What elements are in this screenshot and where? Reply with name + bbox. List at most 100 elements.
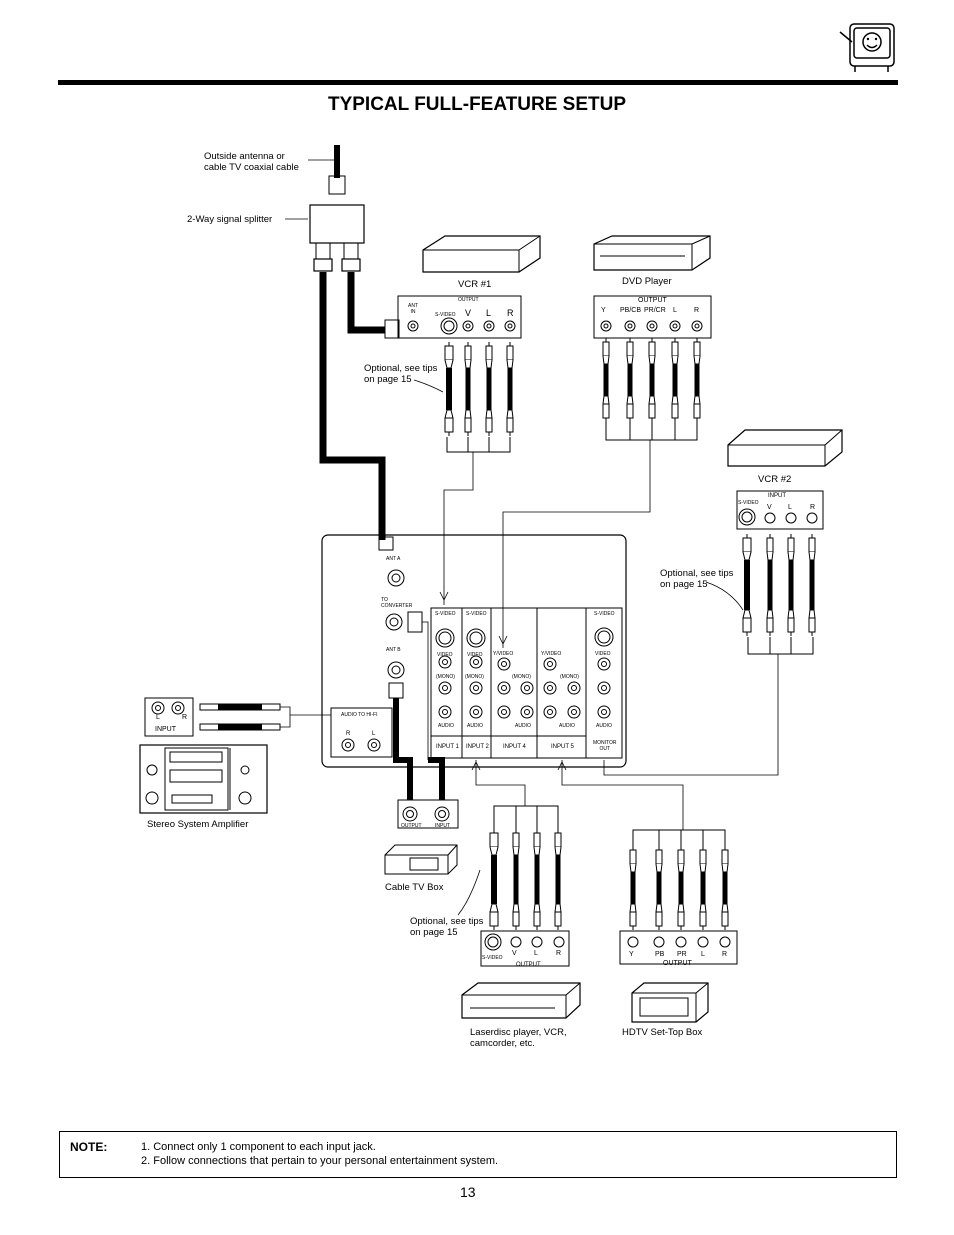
tv-input5-label: INPUT 5 xyxy=(551,744,574,750)
vcr1-svideo-label: S-VIDEO xyxy=(435,312,456,318)
rca-cable xyxy=(742,534,752,636)
optional-tip-vcr2: Optional, see tips on page 15 xyxy=(660,568,734,590)
tv-input1-label: INPUT 1 xyxy=(436,744,459,750)
splitter-label: 2-Way signal splitter xyxy=(187,214,273,225)
tv-hifi-l-label: L xyxy=(372,731,376,737)
ld-l-label: L xyxy=(534,950,538,957)
rca-cable xyxy=(512,829,520,930)
vcr2-label: VCR #2 xyxy=(758,474,792,485)
hdtv-label: HDTV Set-Top Box xyxy=(622,1027,703,1038)
stereo-r-label: R xyxy=(182,714,188,721)
tv-jack-center xyxy=(601,685,607,691)
rca-cable xyxy=(677,846,685,930)
dvd-pb-label: PB/CB xyxy=(620,307,642,314)
tv-jack-center xyxy=(473,709,479,715)
tv-jack xyxy=(543,681,557,695)
tv-input2-label: INPUT 2 xyxy=(466,744,489,750)
ld-r-label: R xyxy=(556,950,562,957)
rca-cable xyxy=(485,342,493,436)
tv-jack-center xyxy=(601,709,607,715)
tv-mon-audio-label: AUDIO xyxy=(596,723,612,729)
tv-in4-yvideo-label: Y/VIDEO xyxy=(493,651,514,657)
tv-jack-center xyxy=(547,709,553,715)
stereo-l-label: L xyxy=(156,714,160,721)
tv-jack xyxy=(543,705,557,719)
tv-jack-center xyxy=(571,709,577,715)
rca-cable xyxy=(721,846,729,930)
dvd-label: DVD Player xyxy=(622,276,672,287)
laserdisc-label: Laserdisc player, VCR, camcorder, etc. xyxy=(470,1027,567,1049)
tv-in5-yvideo-label: Y/VIDEO xyxy=(541,651,562,657)
ld-v-label: V xyxy=(512,950,517,957)
tv-in2-audio-label: AUDIO xyxy=(467,723,483,729)
tv-jack xyxy=(438,681,452,695)
vcr1-label: VCR #1 xyxy=(458,279,492,290)
vcr1-r-label: R xyxy=(507,308,514,318)
tv-monitor-out-label: MONITOR OUT xyxy=(593,740,617,752)
rca-cable xyxy=(533,829,541,930)
tv-jack-center xyxy=(601,661,607,667)
vcr2-v-label: V xyxy=(767,504,772,511)
tv-jack-center xyxy=(571,685,577,691)
cable-box-label: Cable TV Box xyxy=(385,882,444,893)
tv-jack xyxy=(438,705,452,719)
page-number: 13 xyxy=(460,1184,476,1200)
tv-jack xyxy=(597,705,611,719)
vcr1-ant-in-label: ANT IN xyxy=(408,303,418,315)
tv-to-converter-label: TO CONVERTER xyxy=(381,597,413,609)
rca-cable-horizontal xyxy=(199,703,281,711)
vcr1-l-label: L xyxy=(486,308,492,318)
tv-jack-center xyxy=(442,709,448,715)
tv-jack-center xyxy=(501,685,507,691)
tv-ant-a-label: ANT A xyxy=(386,556,401,562)
hdtv-l-label: L xyxy=(701,951,705,958)
rca-cable xyxy=(655,846,663,930)
tv-jack-center xyxy=(501,661,507,667)
antenna-label: Outside antenna or cable TV coaxial cabl… xyxy=(204,151,299,173)
tv-jack-center xyxy=(501,709,507,715)
tv-in1-mono-label: (MONO) xyxy=(436,674,455,680)
vcr1-v-label: V xyxy=(465,308,472,318)
tv-in2-svideo-label: S-VIDEO xyxy=(466,611,487,617)
rca-cable-horizontal xyxy=(199,723,281,731)
rca-cable xyxy=(699,846,707,930)
tv-jack xyxy=(497,657,511,671)
page-title: TYPICAL FULL-FEATURE SETUP xyxy=(327,94,627,115)
stereo-label: Stereo System Amplifier xyxy=(147,819,249,830)
rca-cable xyxy=(602,338,610,422)
vcr2-input-label: INPUT xyxy=(768,493,786,499)
tv-ant-b-label: ANT B xyxy=(386,647,401,653)
tv-in1-audio-label: AUDIO xyxy=(438,723,454,729)
tv-jack xyxy=(567,681,581,695)
vcr2-r-label: R xyxy=(810,504,816,511)
tv-jack xyxy=(597,681,611,695)
tv-jack xyxy=(469,705,483,719)
tv-jack xyxy=(469,681,483,695)
rca-cable xyxy=(629,846,637,930)
tv-audio-hifi-label: AUDIO TO HI-FI xyxy=(341,712,378,718)
tv-in5-audio-label: AUDIO xyxy=(559,723,575,729)
optional-tip-vcr1: Optional, see tips on page 15 xyxy=(364,363,438,385)
dvd-y-label: Y xyxy=(601,307,606,314)
tv-in1-video-label: VIDEO xyxy=(437,652,453,658)
tv-jack xyxy=(597,657,611,671)
tv-jack-center xyxy=(547,661,553,667)
hdtv-r-label: R xyxy=(722,951,728,958)
note-item-1: 1. Connect only 1 component to each inpu… xyxy=(141,1141,376,1153)
tv-jack xyxy=(497,705,511,719)
rca-cable xyxy=(787,534,795,636)
tv-jack xyxy=(520,681,534,695)
stereo-input-label: INPUT xyxy=(155,726,176,733)
note-box xyxy=(59,1131,897,1178)
tv-mon-svideo-label: S-VIDEO xyxy=(594,611,615,617)
cablebox-input-label: INPUT xyxy=(435,823,450,829)
tv-in2-video-label: VIDEO xyxy=(467,652,483,658)
tv-input4-label: INPUT 4 xyxy=(503,744,526,750)
tv-mon-video-label: VIDEO xyxy=(595,651,611,657)
hdtv-pb-label: PB xyxy=(655,951,665,958)
tv-jack xyxy=(497,681,511,695)
rca-cable xyxy=(506,342,514,436)
rca-cable xyxy=(766,534,774,636)
tv-hifi-r-label: R xyxy=(346,731,351,737)
